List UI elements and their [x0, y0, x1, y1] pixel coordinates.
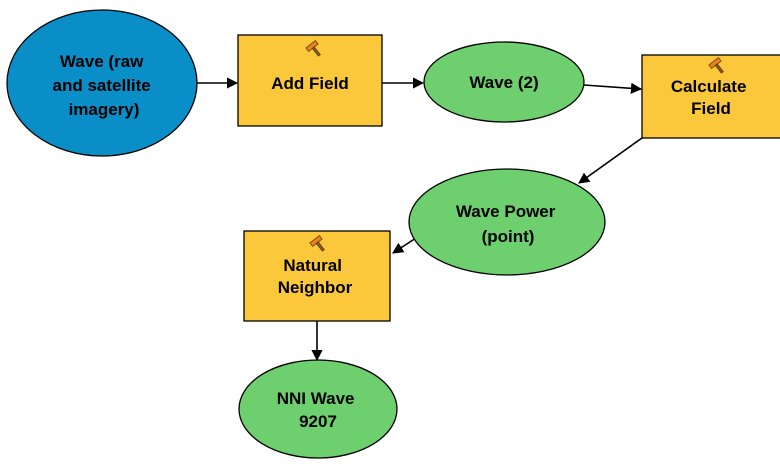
node-label-line: Natural: [283, 256, 342, 275]
node-calculate-field[interactable]: Calculate Field: [641, 54, 780, 139]
node-label-line: and satellite: [53, 76, 151, 95]
connector-calculate-field-to-wave-power: [578, 137, 643, 184]
tool-box: [243, 230, 391, 322]
node-label-line: 9207: [299, 412, 337, 431]
node-label-line: Wave (raw: [60, 52, 144, 71]
node-label-line: Wave (2): [469, 73, 538, 92]
tool-box: [641, 54, 780, 139]
connectors: [197, 77, 643, 362]
node-nni-wave[interactable]: NNI Wave 9207: [238, 359, 398, 459]
connector-wave-power-to-natural-neighbor: [392, 237, 417, 254]
data-ellipse: [408, 168, 606, 276]
node-wave-input[interactable]: Wave (raw and satellite imagery): [6, 9, 198, 157]
node-label-line: (point): [482, 227, 535, 246]
node-label-line: Add Field: [271, 74, 348, 93]
node-label: Natural Neighbor: [278, 256, 353, 297]
node-label: NNI Wave 9207: [277, 389, 360, 431]
connector-wave-2-to-calculate-field: [583, 82, 643, 94]
node-add-field[interactable]: Add Field: [237, 34, 383, 127]
node-label-line: Neighbor: [278, 278, 353, 297]
node-label-line: imagery): [69, 100, 140, 119]
node-wave-2[interactable]: Wave (2): [423, 41, 585, 123]
node-label-line: Wave Power: [456, 202, 556, 221]
node-label-line: Calculate: [671, 77, 747, 96]
node-label: Wave (2): [469, 73, 538, 92]
data-ellipse: [423, 41, 585, 123]
data-ellipse: [6, 9, 198, 157]
node-label: Calculate Field: [671, 77, 751, 118]
node-label: Add Field: [271, 74, 348, 93]
node-wave-power[interactable]: Wave Power (point): [408, 168, 606, 276]
node-label-line: NNI Wave: [277, 389, 355, 408]
data-ellipse: [238, 359, 398, 459]
node-label-line: Field: [691, 99, 731, 118]
node-natural-neighbor[interactable]: Natural Neighbor: [243, 230, 391, 322]
node-label: Wave Power (point): [456, 202, 560, 246]
node-label: Wave (raw and satellite imagery): [53, 52, 156, 119]
